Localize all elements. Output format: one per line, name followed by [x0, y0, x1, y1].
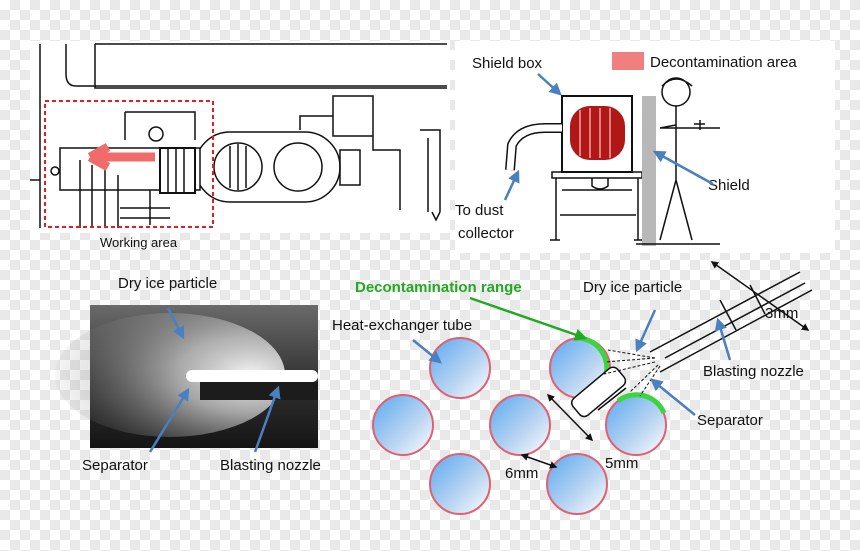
schematic-separator-arrow	[650, 378, 696, 416]
photo-nozzle-arrow	[253, 385, 281, 453]
blasting-photo-panel: Dry ice particle Separator Blasting nozz…	[55, 275, 321, 474]
to-dust-arrow	[503, 169, 520, 201]
shield-box-arrow	[537, 73, 562, 96]
tube	[429, 453, 491, 515]
legend-label: Decontamination area	[650, 54, 797, 71]
operator-figure	[636, 77, 720, 245]
tube	[372, 394, 434, 456]
dry-ice-spray	[55, 313, 285, 437]
heat-exchanger-tubes	[372, 337, 667, 515]
to-dust-label-1: To dust	[455, 202, 504, 219]
photo-dry-ice-label: Dry ice particle	[118, 275, 217, 292]
tube-schematic-panel: Decontamination range Dry ice particle H…	[332, 261, 813, 515]
shield-box-label: Shield box	[472, 55, 543, 72]
shield-box-panel: Shield box Decontamination area Shield T…	[455, 41, 835, 253]
schematic-separator-label: Separator	[697, 412, 763, 429]
plant-layout-panel: Working area	[30, 41, 450, 250]
decon-arc-2	[616, 392, 667, 415]
dim-6mm-line	[520, 453, 558, 469]
dim-5mm-label: 5mm	[605, 455, 638, 472]
to-dust-label-2: collector	[458, 225, 514, 242]
tube	[429, 337, 491, 399]
shield-arrow	[652, 150, 714, 186]
schematic-nozzle-label: Blasting nozzle	[703, 363, 804, 380]
photo-separator-arrow	[148, 387, 190, 453]
shield-label: Shield	[708, 177, 750, 194]
dim-5mm-line	[546, 393, 594, 442]
removal-arrow	[87, 143, 155, 171]
photo-nozzle-label: Blasting nozzle	[220, 457, 321, 474]
schematic-nozzle-arrow	[714, 317, 732, 361]
decon-range-arrow	[469, 296, 588, 341]
working-area-outline	[44, 100, 214, 228]
dim-3mm-label: 3mm	[765, 305, 798, 322]
decontamination-target	[570, 106, 625, 160]
blasting-nozzle	[649, 261, 813, 373]
photo-separator-label: Separator	[82, 457, 148, 474]
tube	[489, 394, 551, 456]
vessel	[194, 131, 341, 203]
heat-exchanger-label: Heat-exchanger tube	[332, 317, 472, 334]
schematic-dry-ice-label: Dry ice particle	[583, 279, 682, 296]
schematic-dry-ice-arrow	[635, 309, 657, 353]
decon-range-label: Decontamination range	[355, 279, 522, 296]
heat-exchanger-arrow	[412, 339, 442, 364]
shield-wall	[642, 96, 656, 246]
photo-dry-ice-arrow	[166, 307, 185, 340]
nozzle-in-photo	[186, 370, 318, 382]
dim-6mm-label: 6mm	[505, 465, 538, 482]
legend-swatch	[612, 52, 644, 70]
spray-lines	[603, 349, 661, 397]
tube	[546, 453, 608, 515]
working-area-label: Working area	[100, 235, 178, 250]
